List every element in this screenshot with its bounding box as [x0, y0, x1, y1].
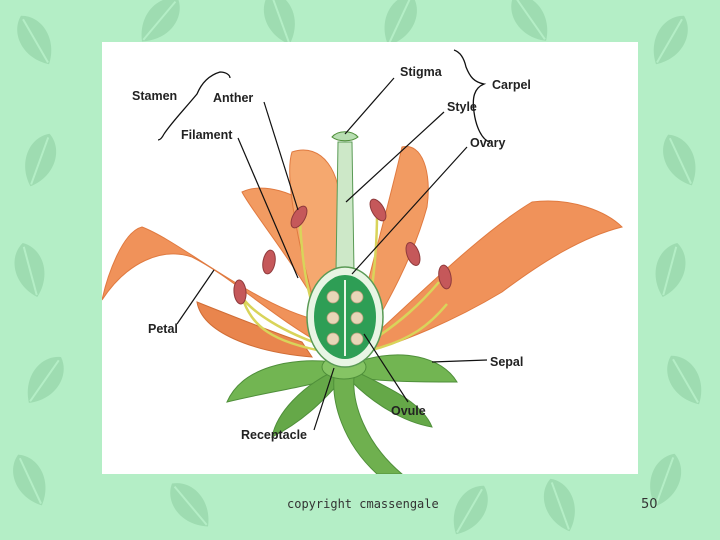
flower-diagram-panel: Stamen Anther Filament Stigma Style Carp… — [102, 42, 638, 474]
label-anther: Anther — [213, 91, 253, 105]
petal-right — [366, 200, 623, 353]
anthers — [233, 198, 452, 305]
sepal-bottom-left — [271, 371, 341, 438]
label-receptacle: Receptacle — [241, 428, 307, 442]
label-carpel: Carpel — [492, 78, 531, 92]
sepal-right — [351, 354, 458, 383]
copyright-text: copyright cmassengale — [287, 497, 439, 511]
label-stigma: Stigma — [400, 65, 443, 79]
label-ovule: Ovule — [391, 404, 426, 418]
stigma-shape — [331, 131, 359, 142]
label-sepal: Sepal — [490, 355, 523, 369]
ovules — [326, 290, 364, 346]
label-filament: Filament — [181, 128, 233, 142]
stamen-bracket — [163, 71, 231, 135]
leader-lines — [176, 77, 488, 431]
label-stamen: Stamen — [132, 89, 177, 103]
carpel-bracket — [453, 49, 491, 143]
stem — [333, 376, 403, 474]
flower-diagram: Stamen Anther Filament Stigma Style Carp… — [102, 49, 623, 474]
page-number: 50 — [641, 497, 658, 512]
label-ovary: Ovary — [470, 136, 505, 150]
sepal-bottom-right — [351, 371, 433, 428]
petal-front — [196, 301, 313, 358]
label-petal: Petal — [148, 322, 178, 336]
label-style: Style — [447, 100, 477, 114]
style-shape — [335, 141, 355, 273]
